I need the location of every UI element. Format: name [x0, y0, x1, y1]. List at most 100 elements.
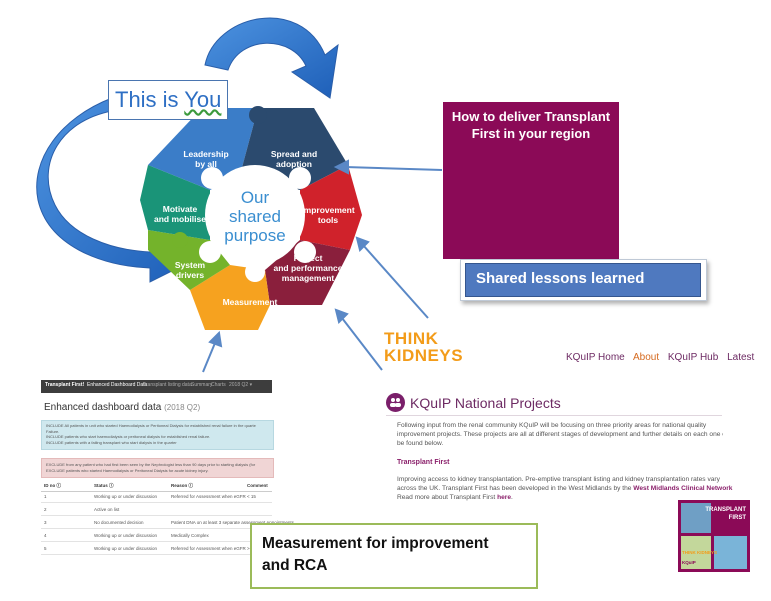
- column-comment: Comment: [247, 483, 268, 488]
- hexagon-puzzle: Leadership by all Spread and adoption Im…: [140, 106, 362, 330]
- dashboard-period-dropdown[interactable]: 2018 Q2 ▾: [229, 382, 253, 388]
- think-kidneys-logo-line1: THINK: [384, 329, 439, 348]
- center-line-2: shared: [229, 207, 281, 226]
- dashboard-brand[interactable]: Transplant First!: [45, 382, 85, 388]
- kquip-intro-line1: Following input from the renal community…: [397, 422, 707, 429]
- mini-card-title: TRANSPLANT FIRST: [705, 506, 746, 522]
- column-status: Status ⓘ: [94, 483, 114, 488]
- puzzle-knob-7: [249, 106, 267, 124]
- measurement-rca-callout: Measurement for improvement and RCA: [250, 523, 538, 589]
- nav-kquip-hub[interactable]: KQuIP Hub: [667, 352, 719, 363]
- puzzle-knob-2: [289, 167, 311, 189]
- kquip-page-title: KQuIP National Projects: [410, 395, 561, 411]
- shared-lessons-callout: Shared lessons learned: [460, 259, 707, 301]
- kquip-body-line2-text: across the UK. Transplant First has been…: [397, 485, 634, 492]
- label-spread-1: Spread and: [271, 149, 317, 159]
- arrow-from-card: [344, 166, 443, 171]
- label-improvement-1: Improvement: [301, 205, 355, 215]
- transplant-card-title-line1: How to deliver Transplant: [451, 109, 611, 124]
- dashboard-tab-charts[interactable]: Charts: [211, 382, 226, 388]
- center-line-3: purpose: [224, 226, 285, 245]
- puzzle-knob-1: [201, 167, 223, 189]
- nav-latest[interactable]: Latest: [727, 352, 755, 363]
- shared-lessons-text: Shared lessons learned: [476, 270, 645, 287]
- cycle-arrow-left: [36, 97, 192, 283]
- measurement-rca-text: Measurement for improvement and RCA: [262, 533, 489, 577]
- cycle-arrow-top: [204, 17, 339, 99]
- kquip-intro: Following input from the renal community…: [397, 421, 723, 448]
- transplant-card-title: How to deliver Transplant First in your …: [443, 108, 619, 142]
- measurement-rca-line2: and RCA: [262, 557, 328, 574]
- people-icon: [386, 393, 405, 412]
- arrow-from-dashboard: [202, 342, 216, 373]
- row-reason: Referred for Assessment when eGFR < 15: [171, 494, 256, 499]
- arrow-from-kquip-head: [334, 308, 349, 324]
- kquip-nav: KQuIP Home About KQuIP Hub Latest: [566, 352, 760, 363]
- center-line-1: Our: [241, 188, 270, 207]
- think-kidneys-logo-line2: KIDNEYS: [384, 346, 464, 365]
- mini-card-photo-2: [681, 536, 711, 569]
- mini-card-photo-1: [681, 503, 711, 533]
- transplant-first-link-heading[interactable]: Transplant First: [397, 459, 450, 466]
- puzzle-knob-6: [172, 232, 188, 248]
- kquip-body-line2: across the UK. Transplant First has been…: [397, 484, 732, 493]
- read-more-link[interactable]: here: [497, 494, 511, 501]
- mini-card-brand: THINK KIDNEYS: [682, 550, 718, 555]
- dashboard-period: (2018 Q2): [164, 403, 201, 412]
- row-status: No documented decision: [94, 520, 144, 525]
- row-status: Active on list: [94, 507, 120, 512]
- label-measurement: Measurement: [223, 297, 278, 307]
- kquip-body-line3-text: Read more about Transplant First: [397, 494, 498, 501]
- table-row[interactable]: 2 Active on list: [41, 505, 272, 516]
- arrow-from-card-head: [333, 159, 349, 175]
- row-reason: Medically Complex: [171, 533, 209, 538]
- label-leadership-2: by all: [195, 159, 217, 169]
- table-row[interactable]: 5 Working up or under discussion Referre…: [41, 544, 272, 555]
- dashboard-tab-summary[interactable]: Summary: [191, 382, 213, 388]
- mini-card-photo-3: [714, 536, 747, 569]
- label-project-2: and performance: [274, 263, 343, 273]
- exclude-line-1: EXCLUDE from any patient who had first b…: [46, 462, 256, 467]
- puzzle-knob-4: [199, 241, 221, 263]
- include-line-2: Failure.: [46, 428, 60, 434]
- label-project-3: management: [282, 273, 335, 283]
- this-is-you-word: You: [184, 87, 222, 112]
- west-midlands-link[interactable]: West Midlands Clinical Network: [633, 485, 733, 492]
- row-status: Working up or under discussion: [94, 533, 157, 538]
- include-line-3: INCLUDE patients who start haemodialysis…: [46, 434, 211, 440]
- label-improvement-2: tools: [318, 215, 339, 225]
- row-reason: Patient DNA on at least 3 separate asses…: [171, 520, 294, 525]
- exclude-criteria-box: EXCLUDE from any patient who had first b…: [41, 458, 274, 478]
- row-id: 4: [44, 533, 47, 538]
- transplant-card-title-line2: First in your region: [471, 126, 591, 141]
- dashboard-tab-enhanced[interactable]: Enhanced Dashboard Data: [87, 382, 148, 388]
- dashboard-tab-listing[interactable]: Transplant listing data: [143, 382, 192, 388]
- segment-improvement-tools: [300, 165, 362, 250]
- row-status: Working up or under discussion: [94, 546, 157, 551]
- think-kidneys-logo[interactable]: THINK KIDNEYS: [384, 330, 463, 364]
- transplant-first-card: How to deliver Transplant First in your …: [443, 102, 619, 259]
- include-line-4: INCLUDE patients with a failing transpla…: [46, 439, 177, 445]
- dashboard-navbar: Transplant First! Enhanced Dashboard Dat…: [41, 380, 272, 393]
- exclude-line-2: EXCLUDE patients who started Haemodialys…: [46, 468, 209, 473]
- label-motivate-2: and mobilise: [154, 214, 206, 224]
- dashboard-title-text: Enhanced dashboard data: [44, 402, 162, 413]
- transplant-first-mini-card[interactable]: TRANSPLANT FIRST THINK KIDNEYS KQuIP: [678, 500, 750, 572]
- table-row[interactable]: 1 Working up or under discussion Referre…: [41, 492, 272, 503]
- include-line-1: INCLUDE All patients in unit who started…: [46, 423, 256, 428]
- label-motivate-1: Motivate: [163, 204, 198, 214]
- label-leadership-1: Leadership: [183, 149, 228, 159]
- center-circle: [205, 165, 305, 265]
- shared-lessons-panel: Shared lessons learned: [465, 263, 701, 297]
- row-id: 5: [44, 546, 47, 551]
- segment-motivate: [140, 165, 210, 240]
- segment-measurement: [190, 265, 270, 330]
- table-row[interactable]: 4 Working up or under discussion Medical…: [41, 531, 272, 542]
- table-row[interactable]: 3 No documented decision Patient DNA on …: [41, 518, 294, 529]
- nav-about[interactable]: About: [632, 352, 660, 363]
- puzzle-knob-3: [294, 241, 316, 263]
- mini-card-title-line1: TRANSPLANT: [705, 507, 746, 513]
- nav-kquip-home[interactable]: KQuIP Home: [566, 352, 625, 363]
- kquip-intro-line2: improvement projects. These projects are…: [397, 431, 723, 438]
- puzzle-knob-5: [245, 262, 265, 282]
